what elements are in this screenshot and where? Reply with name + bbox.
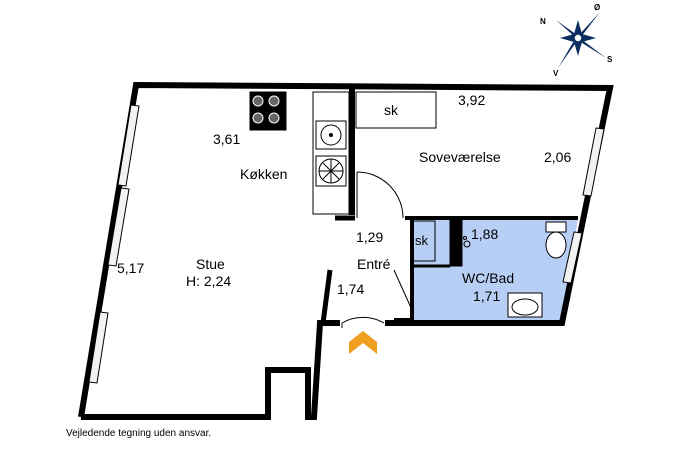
compass-v: V <box>553 69 559 78</box>
bathroom-dim-b: 1,71 <box>473 288 500 304</box>
compass-o: Ø <box>594 3 600 12</box>
bathroom-name: WC/Bad <box>462 270 514 286</box>
bathroom-dim-a: 1,88 <box>471 226 498 242</box>
shower-icon <box>463 236 471 248</box>
living-dim: 5,17 <box>117 260 144 276</box>
compass-n: N <box>540 17 546 26</box>
bedroom-closet <box>355 91 437 129</box>
living-height: H: 2,24 <box>186 273 231 289</box>
bedroom-width-dim: 3,92 <box>458 92 485 108</box>
living-name: Stue <box>196 256 225 272</box>
bedroom-depth-dim: 2,06 <box>544 149 571 165</box>
disclaimer-text: Vejledende tegning uden ansvar. <box>66 428 212 439</box>
entry-closet-label: sk <box>415 233 429 248</box>
windows <box>88 104 605 384</box>
washbasin-icon <box>507 292 543 318</box>
interior-walls <box>320 88 578 324</box>
entry-name: Entré <box>357 256 391 272</box>
exterior-walls <box>78 81 614 420</box>
compass-s: S <box>607 55 613 64</box>
entry-closet <box>412 220 436 262</box>
stove-icon <box>252 95 280 124</box>
doors <box>341 171 413 328</box>
bedroom-name: Soveværelse <box>419 149 501 165</box>
sink-icon <box>315 120 347 150</box>
kitchen-counter <box>249 91 350 215</box>
kitchen-name: Køkken <box>240 166 287 182</box>
entry-dim-b: 1,74 <box>337 281 364 297</box>
toilet-icon <box>545 221 567 259</box>
fan-icon <box>315 155 347 187</box>
bedroom-closet-label: sk <box>384 102 399 118</box>
entrance-arrow-icon <box>349 331 377 354</box>
entry-dim-a: 1,29 <box>356 229 383 245</box>
kitchen-dim: 3,61 <box>213 131 240 147</box>
compass-icon <box>556 12 606 68</box>
